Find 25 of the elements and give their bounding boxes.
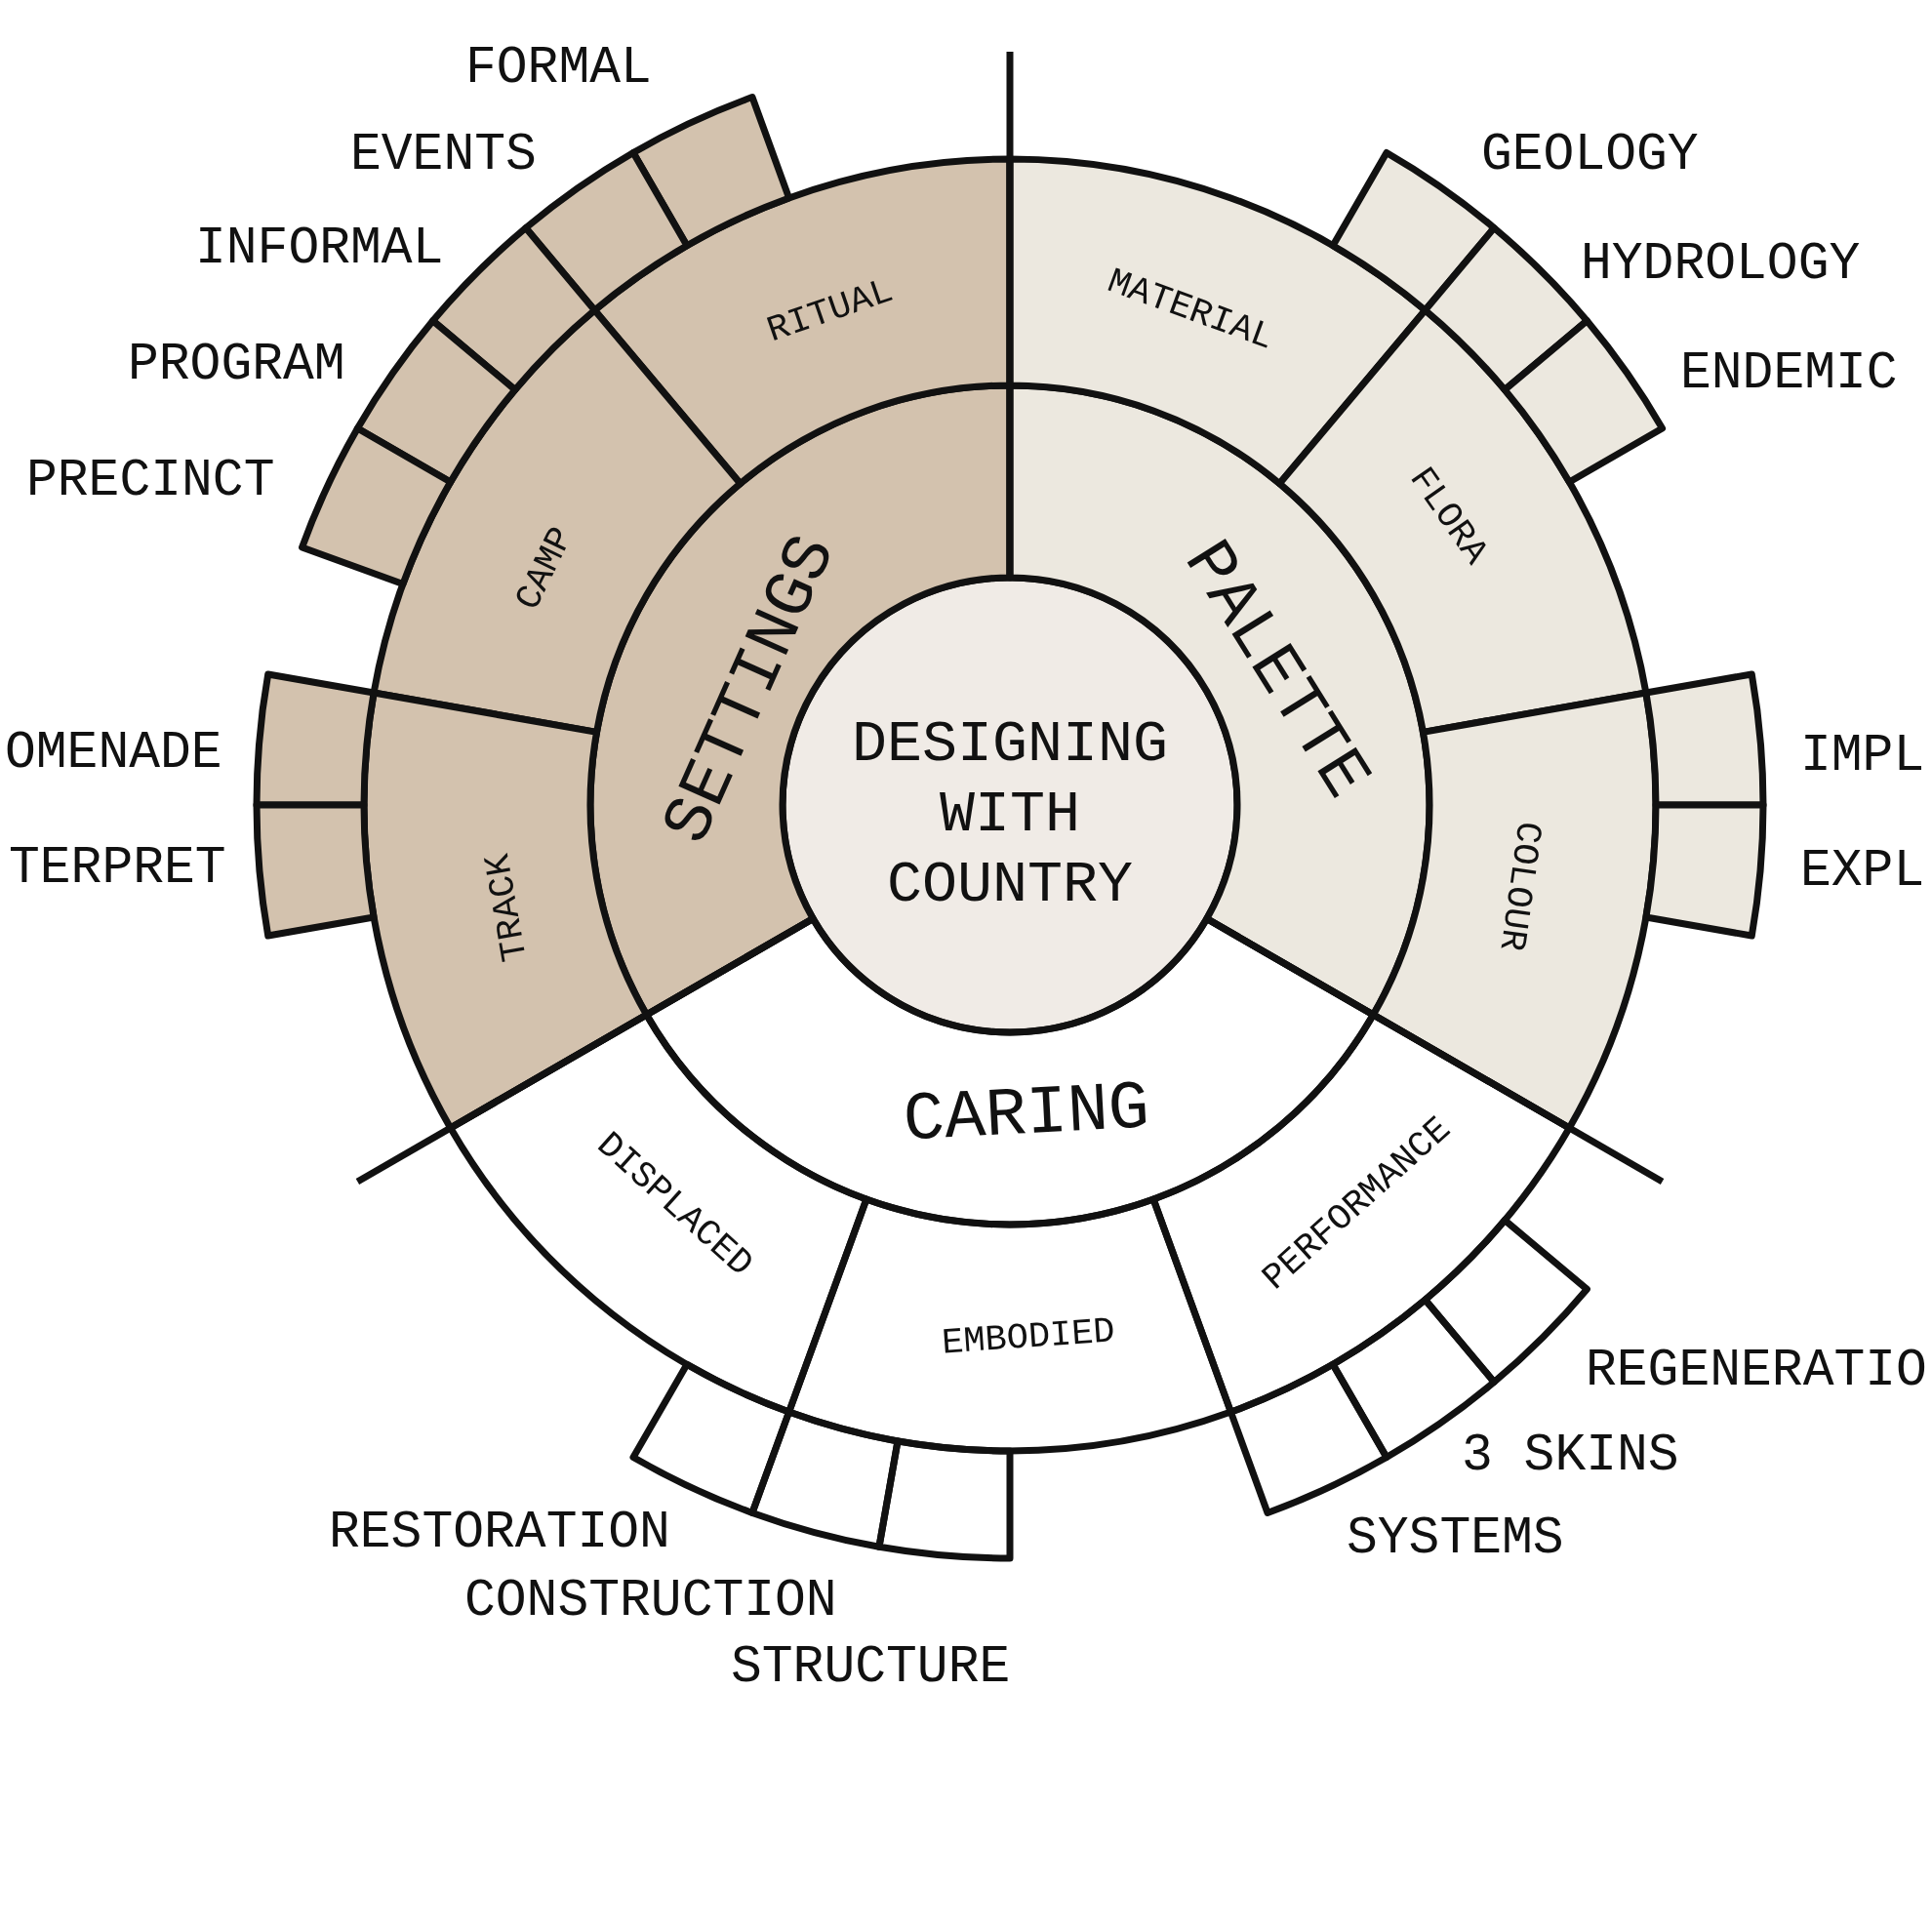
tab-label: CONSTRUCTION (464, 1575, 837, 1628)
tab-label: 3 SKINS (1462, 1429, 1679, 1482)
tab-label: SYSTEMS (1347, 1512, 1564, 1565)
tab-label: TERPRET (9, 842, 226, 895)
tab-label: EXPL (1800, 845, 1925, 898)
segment-label: CARING (901, 1074, 1151, 1156)
tab-label: ENDEMIC (1680, 347, 1898, 400)
tab-label: EVENTS (350, 129, 537, 181)
segment-label: COLOUR (1492, 819, 1548, 953)
tab-label: INFORMAL (195, 222, 444, 275)
segment-label: CAMP (510, 521, 582, 616)
segment-label: TRACK (479, 850, 535, 964)
segment-label: RITUAL (762, 272, 898, 349)
tab-label: PROGRAM (128, 339, 345, 391)
tab-label: RESTORATION (329, 1507, 670, 1559)
tab-label: PRECINCT (26, 455, 275, 507)
tab-label: OMENADE (5, 727, 222, 780)
tab-label: REGENERATIO (1586, 1345, 1927, 1397)
tab-label: GEOLOGY (1481, 129, 1699, 181)
tab-label: FORMAL (465, 42, 652, 95)
tab-label: IMPL (1800, 730, 1925, 783)
segment-label: EMBODIED (941, 1313, 1116, 1362)
tab-label: HYDROLOGY (1581, 238, 1861, 291)
center-title: DESIGNING WITH COUNTRY (850, 710, 1170, 920)
tab-label: STRUCTURE (731, 1641, 1011, 1694)
